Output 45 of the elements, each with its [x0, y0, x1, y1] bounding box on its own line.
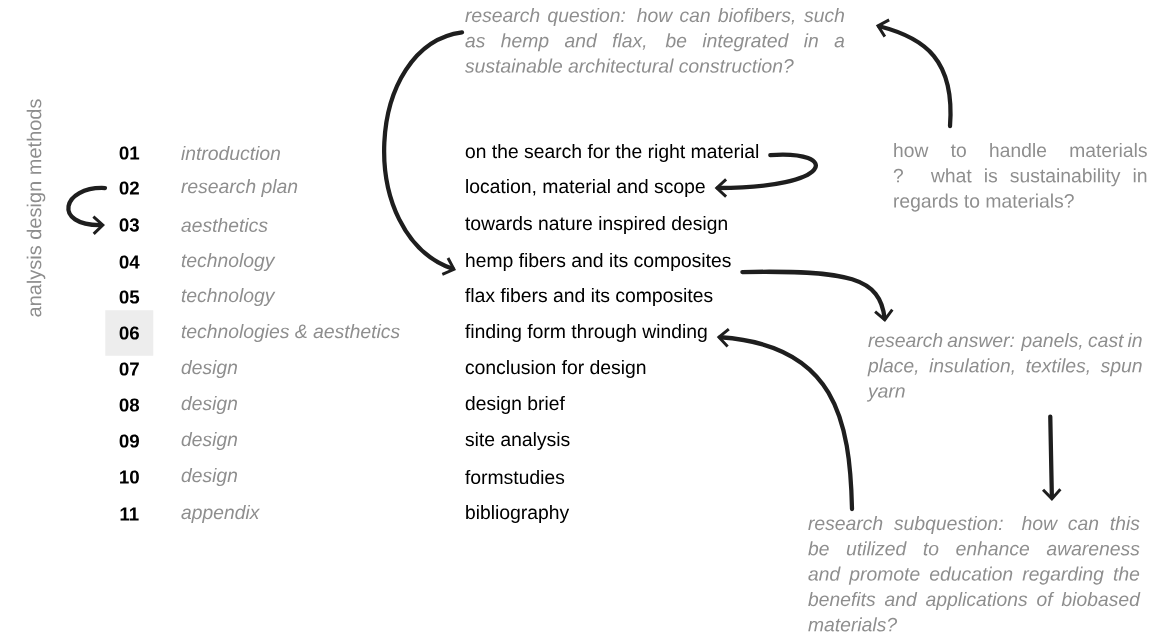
arrow: [740, 269, 894, 322]
category-label: technology: [181, 288, 276, 306]
chapter-number: 09: [119, 434, 139, 448]
question-text: research subquestion: how can this be utilized to enhance awareness and promote education regarding the benefits and applications of biobased materials?: [808, 515, 1141, 632]
chapter-title: hemp fibers and its composites: [466, 253, 731, 271]
chapter-number: 05: [119, 290, 140, 304]
chapter-title: formstudies: [465, 469, 565, 485]
category-label: appendix: [181, 505, 260, 523]
chapter-title: bibliography: [466, 505, 570, 523]
arrow: [382, 30, 465, 276]
category-label: design: [181, 432, 237, 450]
category-label: introduction: [181, 145, 280, 161]
chapter-title: site analysis: [465, 432, 570, 450]
chapter-title: location, material and scope: [466, 179, 705, 197]
chapter-number: 07: [119, 362, 139, 376]
chapter-title: flax fibers and its composites: [465, 288, 713, 306]
question-text: research question: how can biofibers, such as hemp and flax, be integrated in a sustainable architectural construction?: [465, 7, 845, 73]
arrow: [716, 328, 855, 512]
chapter-title: finding form through winding: [465, 324, 707, 342]
question-text: how to handle materials ? what is sustainability in regards to materials?: [893, 142, 1147, 212]
category-label: research plan: [181, 179, 298, 197]
arrow: [66, 185, 108, 235]
chapter-title: towards nature inspired design: [465, 216, 727, 234]
chapter-number: 08: [119, 398, 140, 412]
category-label: technology: [181, 253, 276, 271]
chapter-number: 03: [119, 218, 139, 232]
chapter-number: 01: [119, 146, 140, 160]
chapter-title: design brief: [465, 396, 565, 414]
category-label: design: [181, 468, 237, 486]
chapter-number: 06: [105, 310, 154, 356]
chapter-number: 11: [120, 507, 139, 521]
category-label: design: [181, 396, 237, 414]
arrow: [1042, 414, 1062, 501]
chapter-number: 04: [119, 255, 140, 269]
chapter-number: 10: [120, 470, 139, 484]
category-label: technologies & aesthetics: [181, 324, 400, 342]
side-label: analysis design methods: [26, 99, 46, 317]
category-label: design: [181, 360, 237, 378]
category-label: aesthetics: [181, 217, 268, 233]
chapter-number: 02: [119, 181, 139, 195]
chapter-title: conclusion for design: [465, 360, 646, 378]
answer-text: research answer: panels, cast in place, insulation, textiles, spun yarn: [866, 332, 1142, 402]
chapter-title: on the search for the right material: [465, 144, 759, 162]
arrow: [714, 152, 818, 198]
arrow: [875, 18, 953, 129]
